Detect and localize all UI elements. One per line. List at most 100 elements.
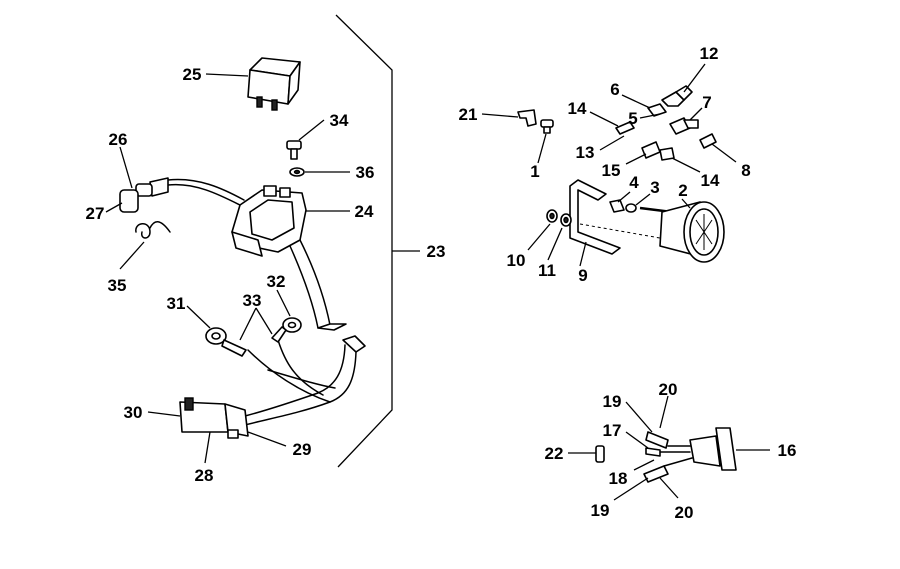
leader-21	[481, 113, 519, 118]
pin-terminal	[645, 447, 661, 457]
callout-26: 26	[109, 130, 128, 149]
callout-1: 1	[530, 162, 539, 181]
sleeve-upper	[645, 431, 669, 449]
leader-19b	[613, 477, 649, 501]
ring-terminal-right	[271, 317, 302, 343]
callout-21: 21	[459, 105, 478, 124]
leader-9	[579, 241, 587, 267]
leader-1	[537, 133, 547, 164]
washer	[289, 167, 305, 177]
callout-4: 4	[629, 173, 639, 192]
terminal-block	[689, 427, 737, 471]
leader-20a	[659, 395, 669, 429]
callout-5: 5	[628, 109, 637, 128]
leader-15	[625, 153, 647, 165]
callout-32: 32	[267, 272, 286, 291]
callout-31: 31	[167, 294, 186, 313]
leader-18	[633, 459, 655, 471]
callout-23: 23	[427, 242, 446, 261]
callout-9: 9	[578, 266, 587, 285]
gauge	[579, 201, 725, 263]
fitting-coupler	[669, 117, 699, 135]
callout-36: 36	[356, 163, 375, 182]
leader-6	[621, 94, 651, 109]
callout-12: 12	[700, 44, 719, 63]
callout-8: 8	[741, 161, 750, 180]
callout-19-upper: 19	[603, 392, 622, 411]
leader-14b	[671, 157, 701, 173]
callout-14-upper: 14	[568, 99, 587, 118]
leader-8	[711, 143, 737, 163]
callout-15: 15	[602, 161, 621, 180]
callout-18: 18	[609, 469, 628, 488]
callout-19-lower: 19	[591, 501, 610, 520]
leader-19a	[625, 401, 653, 433]
callout-10: 10	[507, 251, 526, 270]
gauge-screw	[540, 119, 554, 134]
leader-5	[639, 113, 661, 119]
callout-17: 17	[603, 421, 622, 440]
callout-20-upper: 20	[659, 380, 678, 399]
screw	[286, 140, 302, 160]
bullet-connector	[119, 177, 169, 213]
callout-34: 34	[330, 111, 349, 130]
callout-29: 29	[293, 440, 312, 459]
fuse-22	[595, 445, 605, 463]
callout-25: 25	[183, 65, 202, 84]
tube-coupler-15	[641, 141, 675, 161]
leader-12	[683, 63, 706, 93]
spring-clip	[135, 221, 171, 239]
leader-11	[547, 227, 563, 261]
leader-29	[247, 431, 287, 447]
leader-28	[204, 431, 211, 464]
leader-32	[276, 289, 291, 317]
ring-terminal-left	[205, 327, 247, 357]
small-clamp	[517, 109, 537, 127]
callout-33: 33	[243, 291, 262, 310]
callout-27: 27	[86, 204, 105, 223]
washer-11	[560, 213, 572, 227]
callout-14-lower: 14	[701, 171, 720, 190]
callout-11: 11	[538, 261, 556, 280]
nut-10	[546, 209, 558, 223]
nut-4	[609, 199, 625, 213]
callout-20-lower: 20	[675, 503, 694, 522]
terminal-wires	[659, 445, 693, 467]
wire-harness	[167, 178, 366, 426]
callout-16: 16	[778, 441, 797, 460]
assembly-bracket-line	[335, 14, 393, 468]
leader-30	[147, 411, 181, 417]
callout-6: 6	[610, 80, 619, 99]
washer-3	[625, 203, 637, 213]
leader-20b	[659, 477, 679, 499]
leader-3	[635, 193, 651, 206]
tube-segment-upper	[615, 121, 635, 135]
leader-35	[119, 241, 145, 270]
leader-33b	[255, 307, 273, 335]
leader-4	[617, 191, 631, 203]
plug-connector	[179, 397, 249, 439]
gauge-bracket	[569, 179, 621, 255]
callout-7: 7	[702, 93, 711, 112]
callout-35: 35	[108, 276, 127, 295]
callout-24: 24	[355, 202, 374, 221]
relay	[247, 57, 301, 111]
leader-17	[625, 431, 649, 449]
leader-7	[689, 107, 703, 121]
callout-13: 13	[576, 143, 595, 162]
leader-34	[298, 119, 325, 141]
leader-27	[105, 202, 123, 213]
callout-2: 2	[678, 181, 687, 200]
leader-2	[681, 198, 691, 209]
callout-22: 22	[545, 444, 564, 463]
leader-13	[599, 135, 625, 151]
leader-14a	[589, 111, 619, 127]
leader-31	[186, 305, 211, 329]
callout-28: 28	[195, 466, 214, 485]
leader-33a	[239, 307, 257, 341]
fitting-nut	[647, 103, 667, 117]
fitting-elbow	[661, 85, 693, 107]
leader-25	[205, 73, 249, 77]
